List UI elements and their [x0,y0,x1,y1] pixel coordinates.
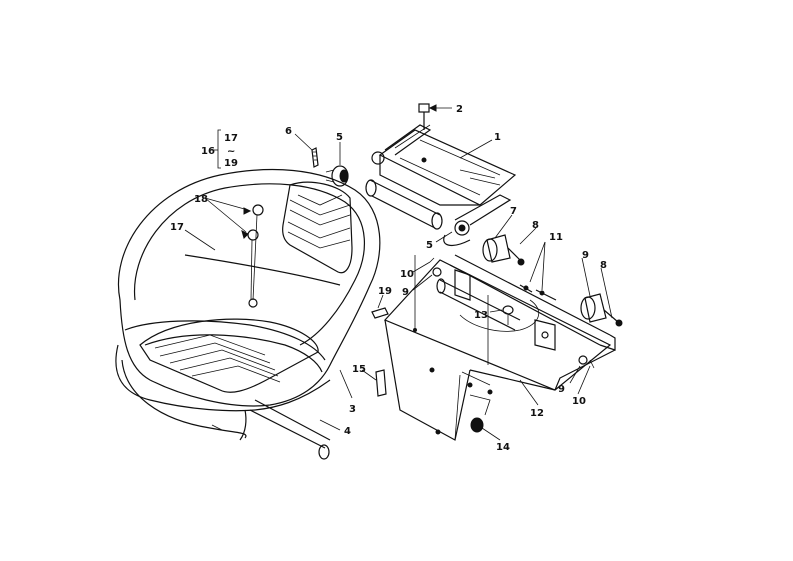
callout-12: 12 [530,408,544,419]
seat-bolts [247,204,264,308]
roller-rear [580,293,623,327]
clip-15 [375,369,387,397]
bolt-13 [502,305,514,325]
slide-rail-assembly [365,124,517,247]
callout-9-rear: 9 [582,250,589,261]
callout-15: 15 [352,364,366,375]
callout-17-range: 17 [224,133,238,144]
range-tilde: ~ [227,146,235,157]
callout-8-rear: 8 [600,260,607,271]
shaft [249,399,331,460]
callout-labels: 2 1 6 5 5 7 8 11 9 8 10 9 13 12 9 10 14 … [170,104,607,453]
nuts-washers [429,257,595,369]
callout-5-lower: 5 [426,240,433,251]
clip-19 [371,307,389,319]
spring-pin [311,147,319,168]
leader-lines [184,104,613,441]
callout-19-range: 19 [224,158,238,169]
roller-front [482,234,525,266]
callout-16: 16 [201,146,215,157]
seat-chevron-pad [139,318,319,393]
callout-11: 11 [549,232,563,243]
callout-3: 3 [349,404,356,415]
adjust-knob [325,165,349,187]
callout-9-lower: 9 [558,384,565,395]
callout-4: 4 [344,426,351,437]
nut-14 [470,417,484,433]
callout-7-front: 7 [510,206,517,217]
callout-10-upper: 10 [400,269,414,280]
long-bolts [413,255,489,365]
callout-10-lower: 10 [572,396,586,407]
callout-2: 2 [456,104,463,115]
callout-5-upper: 5 [336,132,343,143]
backrest-chevron-pad [282,181,353,274]
callout-8-front: 8 [532,220,539,231]
callout-6: 6 [285,126,292,137]
rail-bolt [418,103,430,130]
callout-1: 1 [494,132,501,143]
callout-9-upper: 9 [402,287,409,298]
callout-13: 13 [474,310,488,321]
mounting-plate [383,254,616,441]
seat-cushion [115,168,381,441]
callout-17-seat: 17 [170,222,184,233]
callout-18: 18 [194,194,208,205]
callout-14: 14 [496,442,510,453]
pins [519,284,557,301]
callout-19: 19 [378,286,392,297]
